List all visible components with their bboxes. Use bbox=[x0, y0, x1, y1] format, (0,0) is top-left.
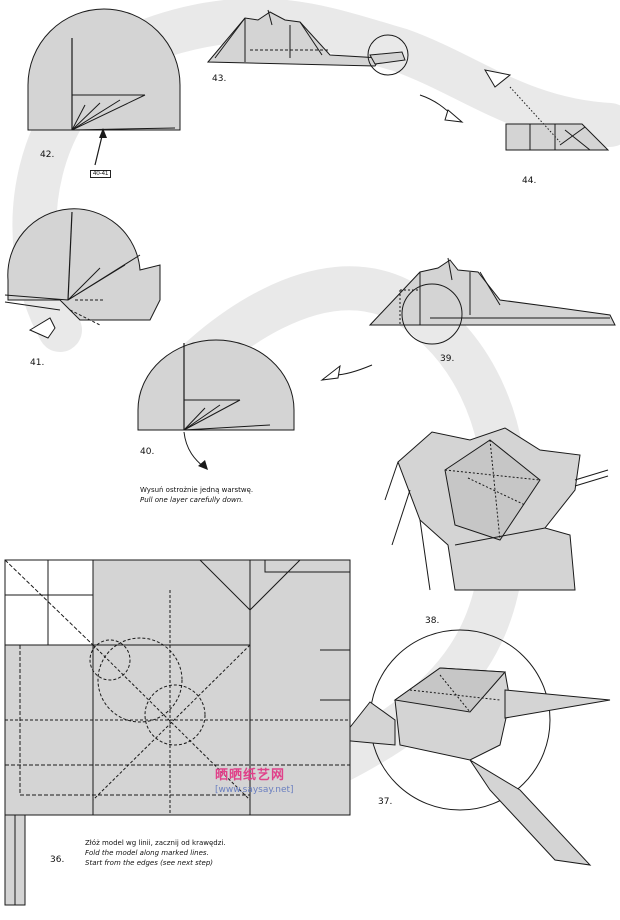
step-40-figure bbox=[137, 339, 295, 470]
step-44-figure bbox=[484, 69, 610, 151]
watermark-url: [www.saysay.net] bbox=[215, 785, 294, 795]
watermark: 晒晒纸艺网 [www.saysay.net] bbox=[215, 764, 294, 795]
step-36-caption: Złóż model wg linii, zacznij od krawędzi… bbox=[85, 838, 226, 868]
reference-box: 40-41 bbox=[90, 170, 112, 178]
step-number-36: 36. bbox=[50, 855, 65, 865]
step-41-figure bbox=[4, 208, 161, 339]
caption-polish: Złóż model wg linii, zacznij od krawędzi… bbox=[85, 839, 226, 847]
step-number-39: 39. bbox=[440, 354, 455, 364]
step-39-figure bbox=[368, 257, 616, 345]
step-42-figure bbox=[27, 8, 181, 166]
step-38-figure bbox=[384, 427, 609, 591]
step-36-crease-pattern bbox=[4, 559, 351, 906]
step-43-figure bbox=[206, 9, 409, 76]
step-40-caption: Wysuń ostrożnie jedną warstwę. Pull one … bbox=[140, 485, 253, 505]
caption-english: Pull one layer carefully down. bbox=[140, 496, 244, 504]
flow-arrow-39-40 bbox=[334, 364, 373, 376]
step-number-43: 43. bbox=[212, 74, 227, 84]
step-number-42: 42. bbox=[40, 150, 55, 160]
step-number-38: 38. bbox=[425, 616, 440, 626]
watermark-title: 晒晒纸艺网 bbox=[215, 768, 286, 783]
step-number-44: 44. bbox=[522, 176, 537, 186]
caption-polish: Wysuń ostrożnie jedną warstwę. bbox=[140, 486, 254, 494]
step-37-figure bbox=[339, 629, 611, 866]
step-number-40: 40. bbox=[140, 447, 155, 457]
step-number-37: 37. bbox=[378, 797, 393, 807]
caption-english-line2: Start from the edges (see next step) bbox=[85, 859, 214, 867]
step-number-41: 41. bbox=[30, 358, 45, 368]
caption-english-line1: Fold the model along marked lines. bbox=[85, 849, 209, 857]
